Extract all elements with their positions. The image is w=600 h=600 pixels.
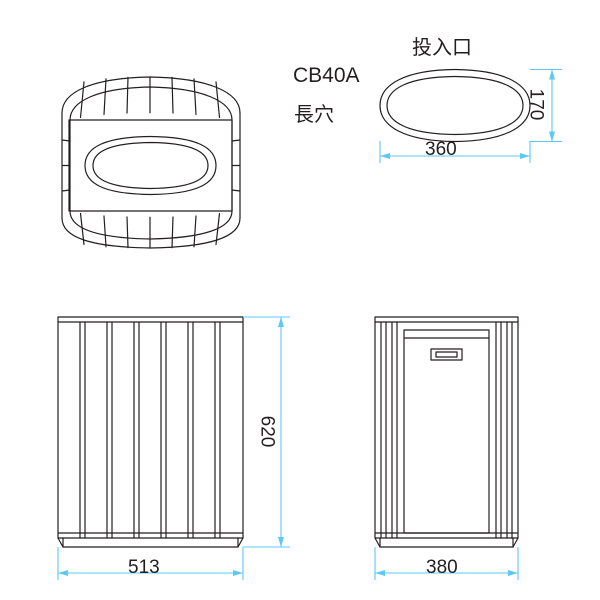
inlet-opening-outline [379,68,531,143]
inlet-width-dimension: 360 [425,139,457,160]
side-width-dimension: 380 [426,557,458,578]
front-width-dimension: 513 [128,557,160,578]
top-view-outline [61,76,241,249]
front-view-outline [57,316,244,548]
inlet-height-dimension: 170 [525,88,547,121]
inlet-title-label: 投入口 [412,37,472,59]
dimension-arrowheads [58,69,555,576]
product-code-label: CB40A [293,64,360,87]
side-view-outline [374,316,519,548]
body-height-dimension: 620 [256,415,278,448]
dimension-lines [57,68,562,580]
hole-type-label: 長穴 [294,104,334,126]
